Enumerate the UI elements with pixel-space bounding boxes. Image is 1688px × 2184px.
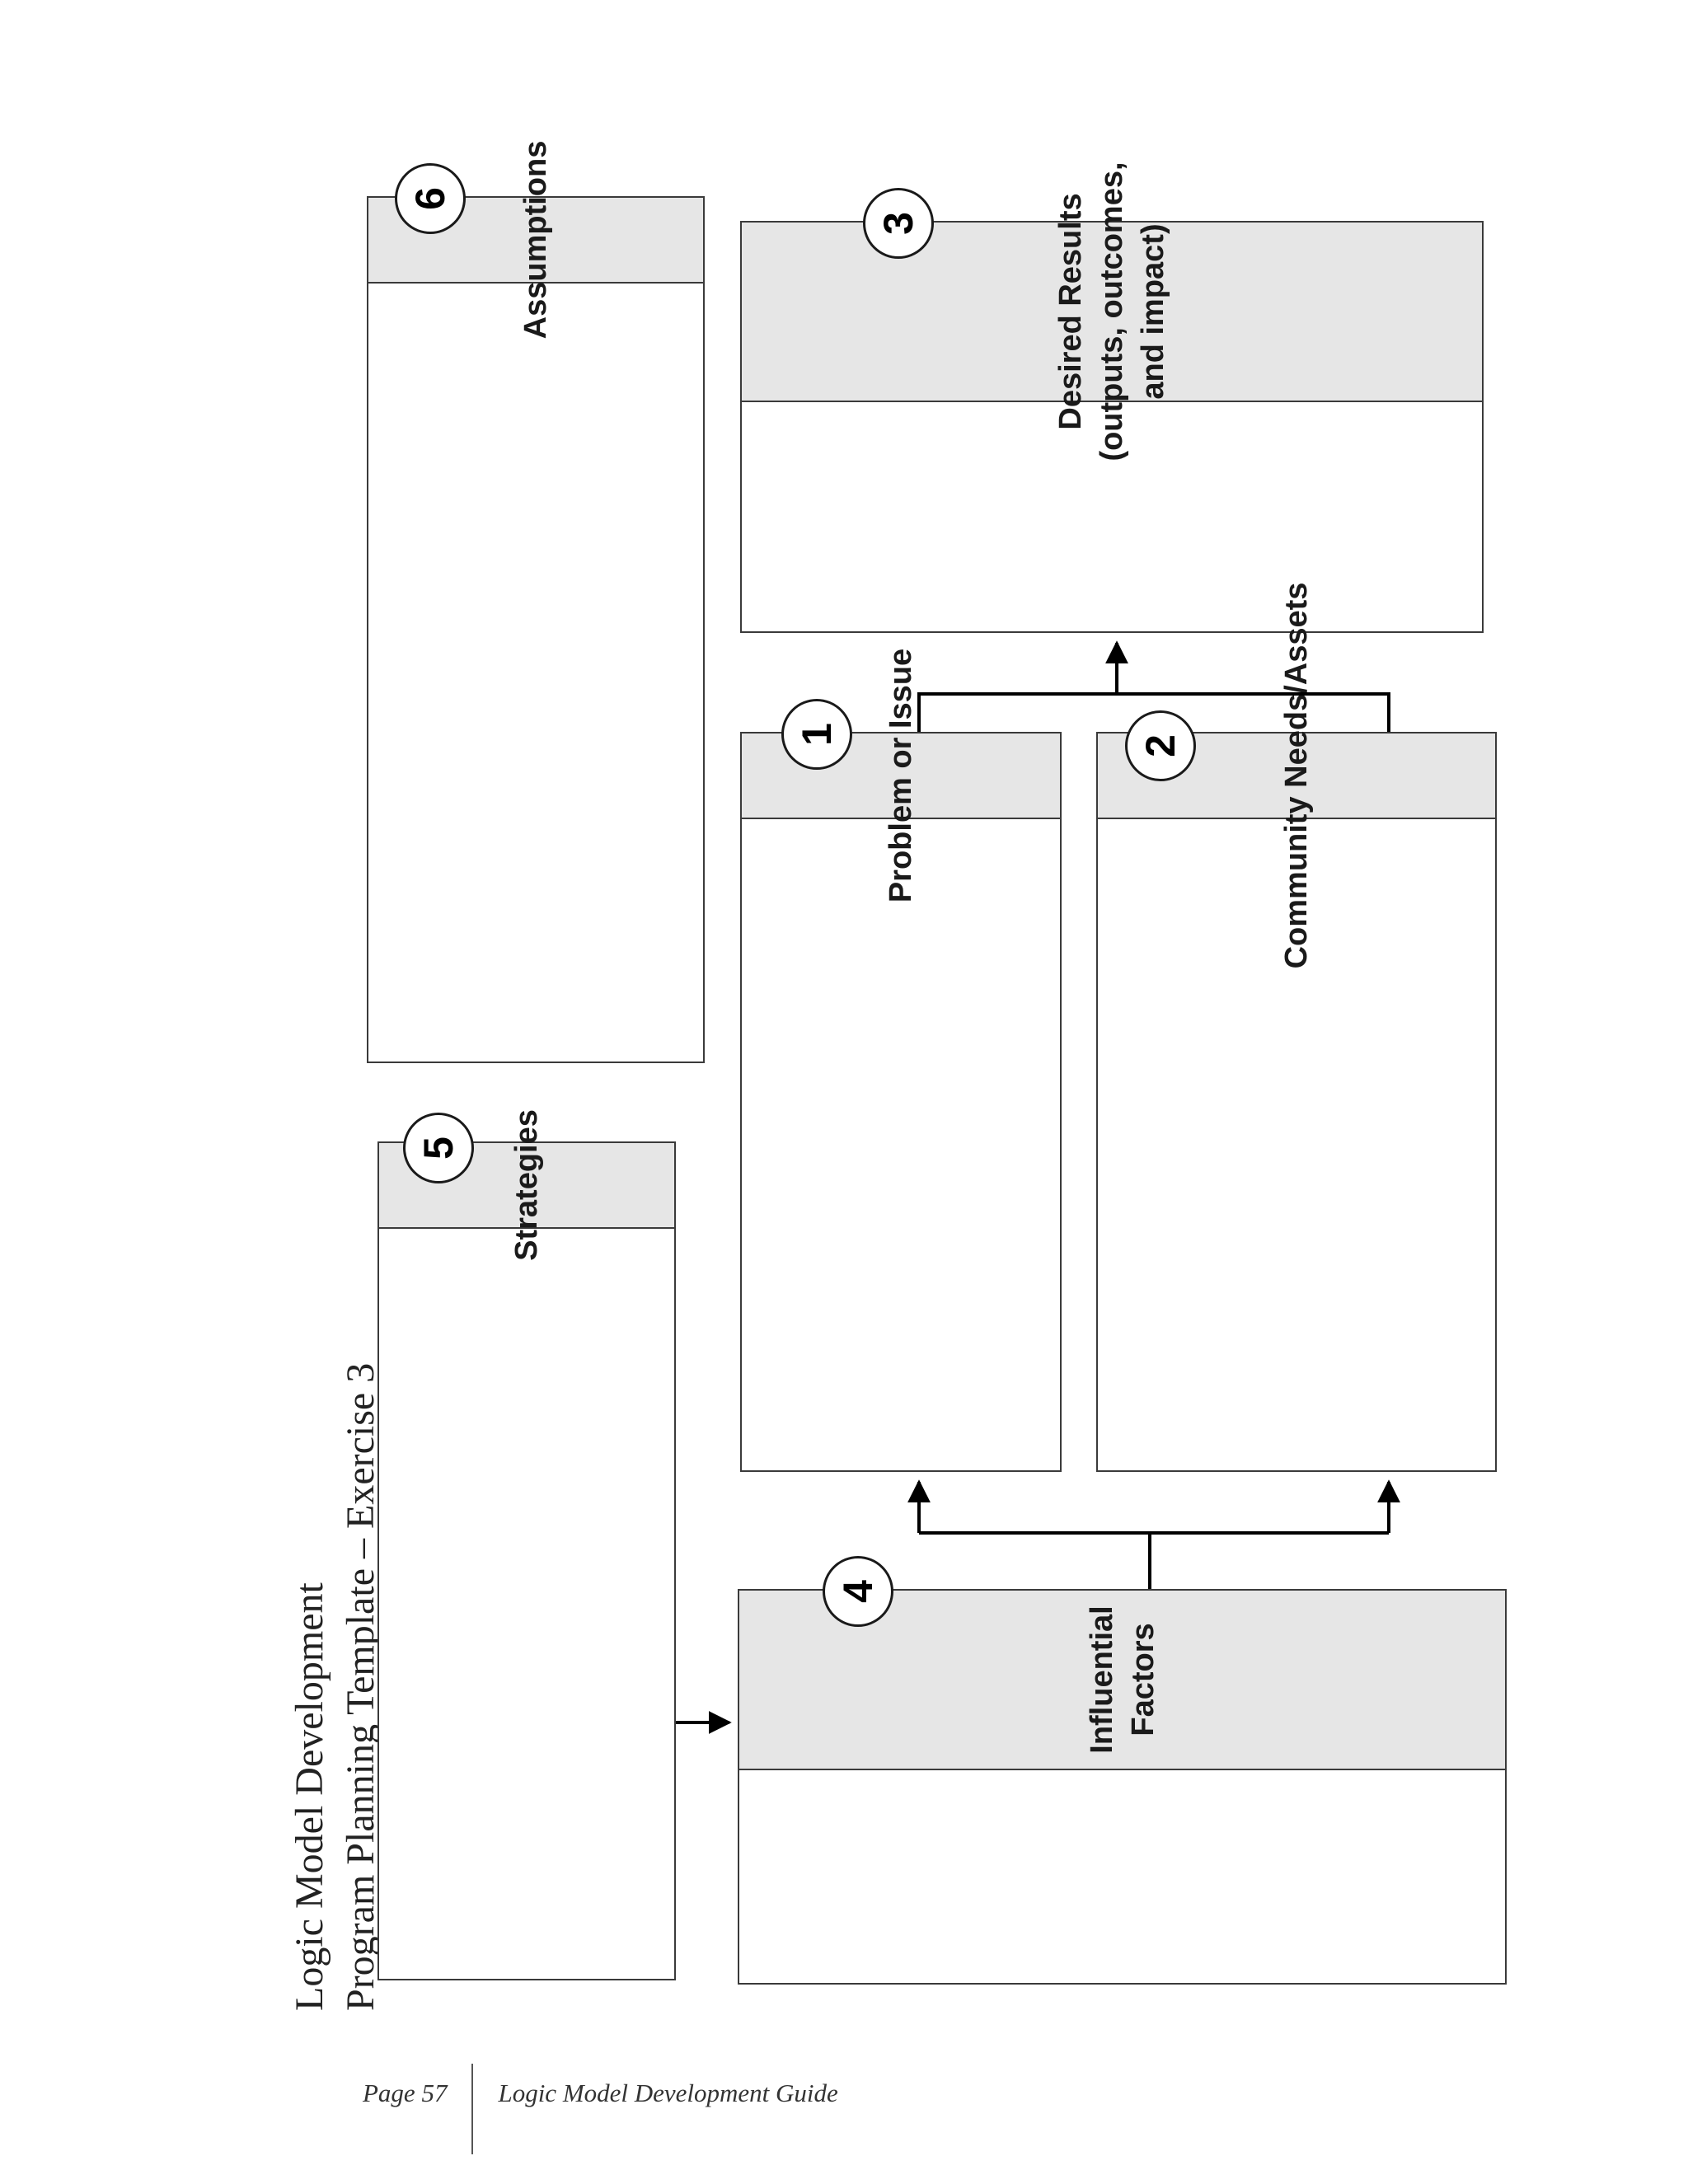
desired-results-box: Desired Results (outputs, outcomes, and … [740,162,1484,633]
bracket-to-desired-results [917,692,1390,732]
influential-box: Influential Factors [738,1589,1507,1985]
strategies-box: Strategies [377,1109,676,1980]
page-number: Page 57 [363,2079,448,2108]
desired-results-header: Desired Results (outputs, outcomes, and … [742,162,1482,462]
number-badge-5: 5 [403,1113,474,1183]
guide-title: Logic Model Development Guide [498,2079,838,2108]
assumptions-box: Assumptions [367,141,705,1063]
number-badge-6: 6 [395,163,466,234]
problem-box: Problem or Issue [740,649,1062,1472]
footer-divider [471,2064,474,2154]
community-box: Community Needs/Assets [1096,583,1497,1472]
number-badge-4: 4 [823,1556,893,1627]
page-footer: Page 57 Logic Model Development Guide [363,2050,838,2154]
number-badge-2: 2 [1125,710,1196,781]
number-badge-3: 3 [863,188,934,259]
number-badge-1: 1 [781,699,852,770]
